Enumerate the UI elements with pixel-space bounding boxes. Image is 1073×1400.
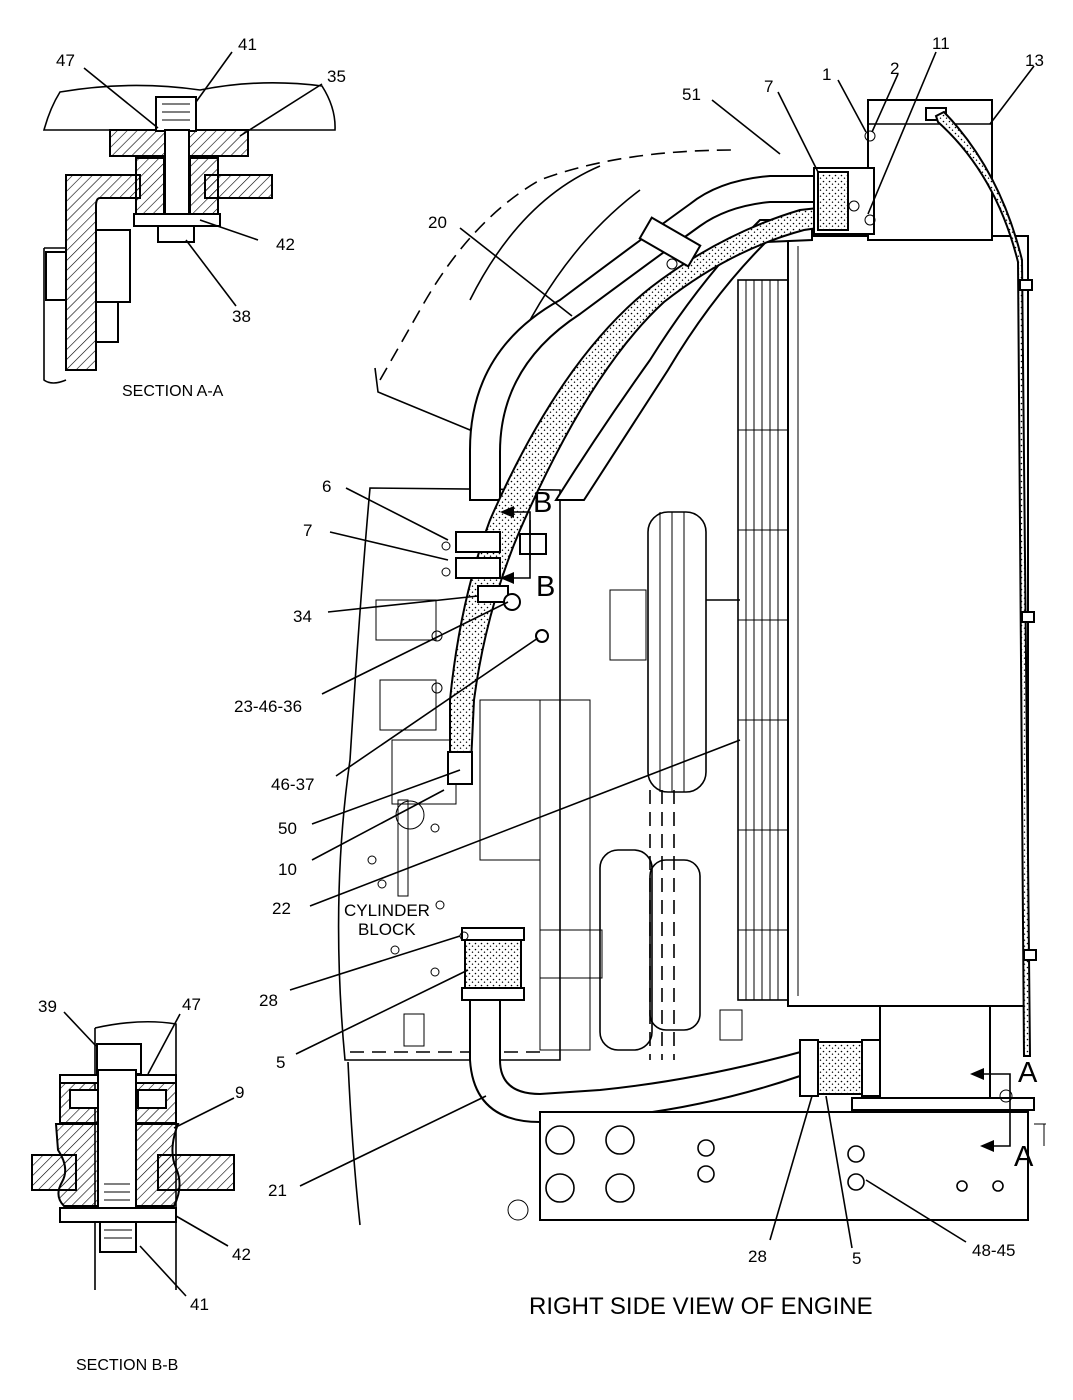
section-b-b-caption: SECTION B-B: [76, 1357, 178, 1374]
section-b-cut-marker: [500, 506, 531, 584]
callout-28: 28: [748, 1247, 767, 1266]
callout-38: 38: [232, 307, 251, 326]
overflow-hose-clips: [1019, 279, 1037, 961]
callout-20: 20: [428, 213, 447, 232]
radiator: [787, 99, 1035, 1134]
callout-10: 10: [278, 860, 297, 879]
callout-1: 1: [822, 65, 831, 84]
section-b-marker-bottom: B: [536, 571, 555, 603]
callout-34: 34: [293, 607, 312, 626]
callout-11: 11: [932, 34, 950, 53]
callout-39: 39: [38, 997, 57, 1016]
section-a-leaders: [83, 51, 323, 307]
overflow-hose: [934, 110, 1032, 1057]
view-title: RIGHT SIDE VIEW OF ENGINE: [529, 1293, 873, 1320]
callout-7: 7: [764, 77, 773, 96]
main-leaders: [289, 51, 1035, 1249]
section-a-marker-bottom: A: [1014, 1141, 1034, 1173]
section-a-cut-marker: [970, 1068, 1046, 1152]
callout-46-37: 46-37: [271, 775, 314, 794]
hose-fitting-lower: [447, 751, 473, 785]
cooling-fan: [737, 279, 791, 1001]
section-b-leaders: [63, 1011, 235, 1297]
callout-47: 47: [182, 995, 201, 1014]
cylinder-block-label-line1: CYLINDER: [344, 901, 430, 920]
callout-28: 28: [259, 991, 278, 1010]
callout-41: 41: [190, 1295, 209, 1314]
callout-5: 5: [852, 1249, 861, 1268]
section-a-a-caption: SECTION A-A: [122, 383, 224, 400]
callout-50: 50: [278, 819, 297, 838]
callout-22: 22: [272, 899, 291, 918]
callout-48-45: 48-45: [972, 1241, 1015, 1260]
callout-2: 2: [890, 59, 899, 78]
callout-5: 5: [276, 1053, 285, 1072]
cylinder-block-label-line2: BLOCK: [358, 920, 416, 939]
section-a-marker-top: A: [1018, 1057, 1038, 1089]
callout-51: 51: [682, 85, 701, 104]
callout-6: 6: [322, 477, 331, 496]
section-a-a-detail: [42, 82, 336, 384]
hose-clamp: [638, 216, 702, 268]
callout-23-46-36: 23-46-36: [234, 697, 302, 716]
bypass-tube: [554, 219, 813, 501]
callout-21: 21: [268, 1181, 287, 1200]
frame-rail: [539, 1009, 1029, 1221]
section-b-marker-top: B: [533, 487, 552, 519]
pulley-assembly: [539, 511, 740, 1060]
callout-9: 9: [235, 1083, 244, 1102]
section-b-b-detail: [31, 1020, 235, 1290]
callout-7: 7: [303, 521, 312, 540]
callout-42: 42: [232, 1245, 251, 1264]
callout-42: 42: [276, 235, 295, 254]
callout-13: 13: [1025, 51, 1044, 70]
callout-47: 47: [56, 51, 75, 70]
callout-35: 35: [327, 67, 346, 86]
callout-41: 41: [238, 35, 257, 54]
